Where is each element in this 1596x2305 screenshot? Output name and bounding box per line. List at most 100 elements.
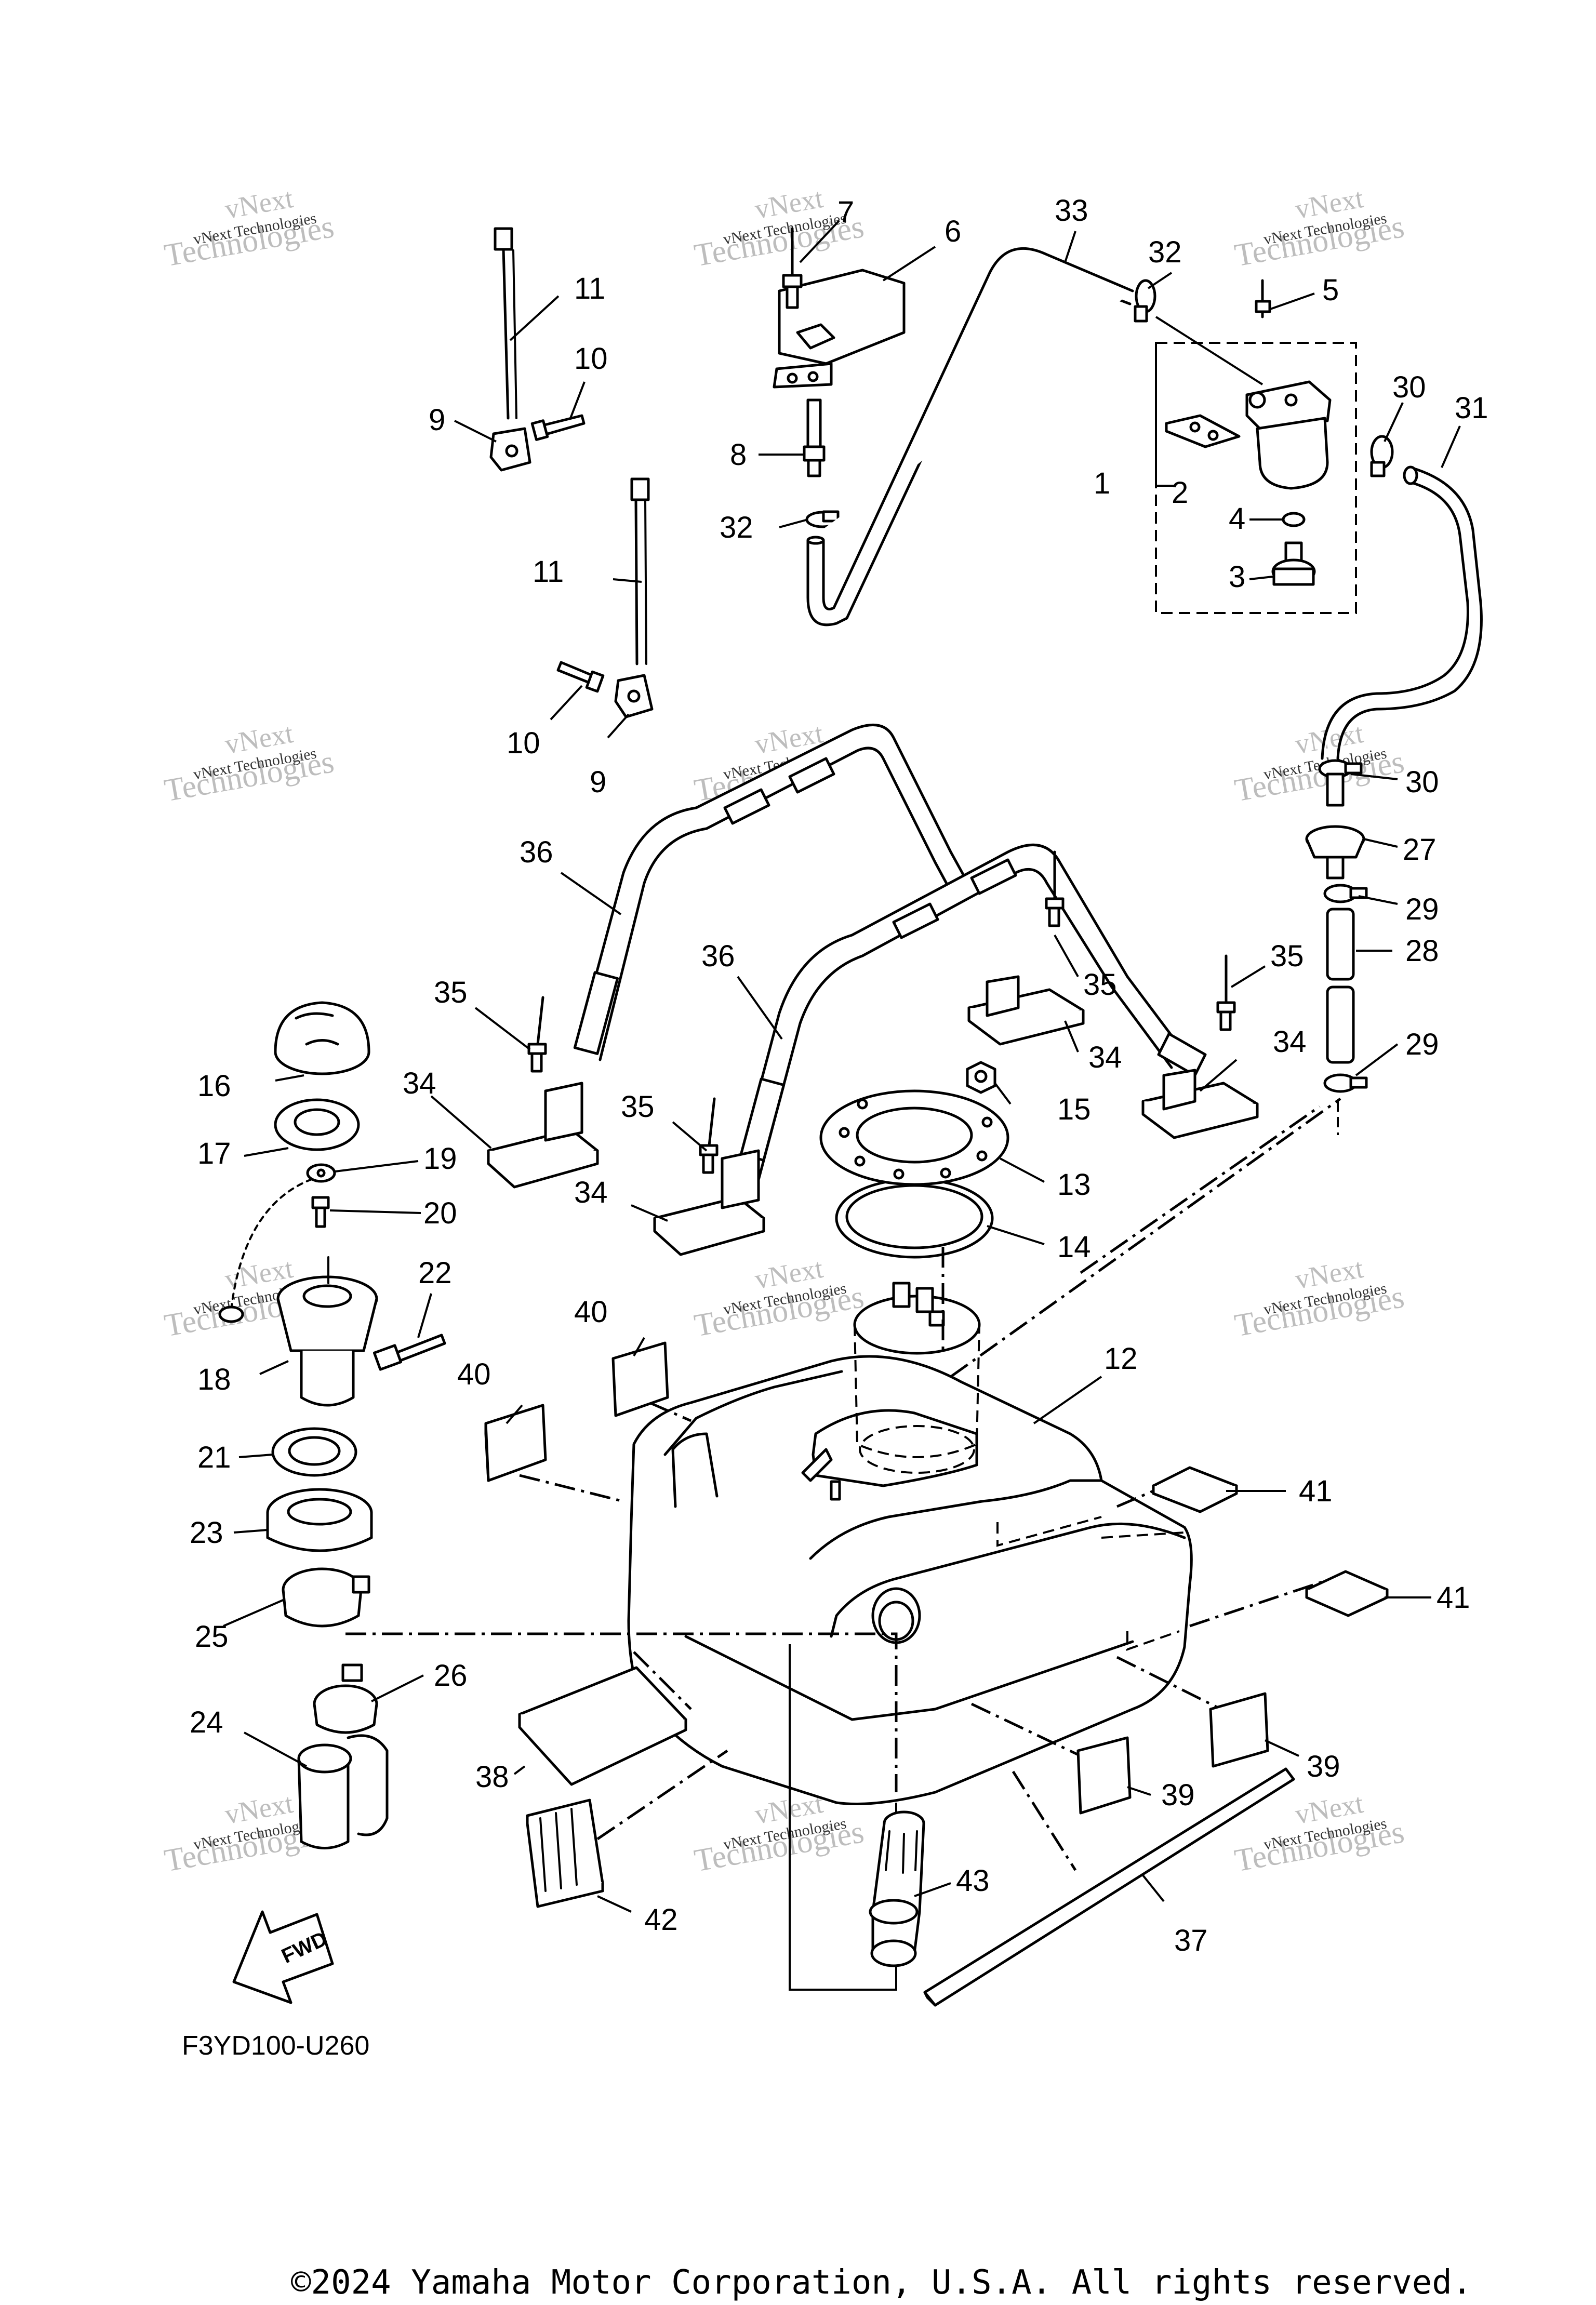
callout-35d: 35 (1270, 939, 1304, 973)
callout-21: 21 (197, 1441, 231, 1474)
pad-37 (923, 1767, 1295, 2007)
callout-20: 20 (423, 1196, 457, 1230)
callout-8: 8 (730, 438, 747, 472)
drain-hose (869, 1810, 925, 1967)
callout-34b: 34 (574, 1176, 608, 1209)
fuel-hose (1321, 465, 1483, 760)
callout-40b: 40 (574, 1295, 608, 1329)
filler-neck (276, 1256, 378, 1407)
retaining-chain (230, 1178, 313, 1310)
pin-lower (556, 661, 605, 693)
hose-clamp-32-upper (1134, 279, 1156, 323)
cable-tie-upper (494, 227, 517, 420)
callout-5: 5 (1322, 273, 1339, 307)
gasket-21 (271, 1427, 357, 1477)
callout-11b: 11 (533, 555, 564, 589)
clamp-26 (313, 1663, 378, 1734)
assembly-line-filler (345, 1632, 898, 1792)
callout-10b: 10 (507, 726, 540, 760)
pad-40-left (484, 1404, 547, 1482)
vent-hose (806, 247, 1134, 627)
leader-lines (223, 220, 1461, 1913)
strap-base-right-upper (967, 975, 1085, 1046)
rivet-35-b (699, 1097, 719, 1174)
assembly-line-42 (596, 1749, 728, 1841)
strap-base-center (653, 1149, 765, 1256)
callout-34d: 34 (1273, 1025, 1307, 1059)
rivet-35-d (1216, 954, 1236, 1031)
callout-32b: 32 (720, 511, 753, 544)
o-ring-4 (1282, 512, 1306, 527)
assembly-line-pump (950, 1097, 1341, 1378)
pad-42 (526, 1798, 604, 1908)
callout-18: 18 (197, 1363, 231, 1396)
callout-42: 42 (644, 1903, 678, 1937)
callout-39a: 39 (1161, 1778, 1195, 1812)
callout-34c: 34 (1088, 1041, 1122, 1074)
callout-4: 4 (1229, 502, 1245, 536)
assembly-line-39b (1116, 1656, 1222, 1711)
callout-29b: 29 (1405, 1028, 1439, 1061)
callout-35b: 35 (621, 1090, 655, 1124)
screw-20 (311, 1196, 330, 1228)
chain-ring (218, 1305, 244, 1323)
callout-41a: 41 (1299, 1474, 1333, 1508)
callout-35a: 35 (434, 976, 468, 1009)
assembly-line-41b (1189, 1578, 1331, 1628)
callout-27: 27 (1403, 833, 1437, 867)
callout-2: 2 (1172, 476, 1188, 510)
callout-1: 1 (1094, 467, 1110, 500)
rivet-35-c (1045, 850, 1065, 927)
assembly-line-37 (1012, 1770, 1077, 1871)
callout-9a: 9 (429, 403, 445, 437)
assembly-line-pads (519, 1474, 624, 1503)
forward-arrow-icon: FWD (232, 1910, 334, 2004)
callout-3: 3 (1229, 560, 1245, 594)
pad-41-upper (1152, 1466, 1238, 1513)
fuel-filter (1155, 316, 1332, 490)
callout-26: 26 (434, 1659, 468, 1693)
pin-upper (530, 414, 586, 441)
gasket-14 (835, 1178, 994, 1259)
assembly-line-strap (1080, 1105, 1321, 1274)
clip-lower (614, 674, 654, 718)
callout-34a: 34 (403, 1067, 436, 1100)
nut-23 (266, 1488, 373, 1552)
callout-23: 23 (190, 1516, 223, 1550)
nut-15 (966, 1061, 996, 1094)
callout-6: 6 (945, 215, 961, 248)
pad-41-lower (1305, 1570, 1389, 1617)
clamp-25 (282, 1567, 370, 1628)
retainer-plate-13 (819, 1089, 1009, 1186)
hose-28 (1326, 908, 1355, 1064)
fuel-tank (627, 1355, 1193, 1805)
callout-32a: 32 (1148, 235, 1182, 269)
callout-40a: 40 (457, 1357, 491, 1391)
callout-38: 38 (475, 1760, 509, 1794)
callout-37: 37 (1174, 1924, 1208, 1957)
pad-39-right (1209, 1692, 1269, 1768)
callout-24: 24 (190, 1706, 223, 1739)
fuel-pump-unit (853, 1282, 981, 1474)
callout-19: 19 (423, 1142, 457, 1176)
callout-17: 17 (197, 1137, 231, 1170)
callout-22: 22 (418, 1256, 452, 1290)
callout-39b: 39 (1307, 1750, 1340, 1783)
callout-25: 25 (195, 1620, 229, 1654)
callout-9b: 9 (590, 765, 606, 799)
callout-31: 31 (1455, 391, 1488, 425)
rivet-35-a (527, 996, 547, 1073)
callout-36b: 36 (701, 939, 735, 973)
callout-7: 7 (837, 195, 854, 229)
callout-36a: 36 (520, 835, 553, 869)
hose-clamp-29-upper (1323, 884, 1368, 903)
clip-upper (489, 427, 531, 472)
callout-43: 43 (956, 1864, 990, 1898)
callout-14: 14 (1057, 1230, 1091, 1264)
copyright-notice: ©2024 Yamaha Motor Corporation, U.S.A. A… (291, 2263, 1472, 2302)
